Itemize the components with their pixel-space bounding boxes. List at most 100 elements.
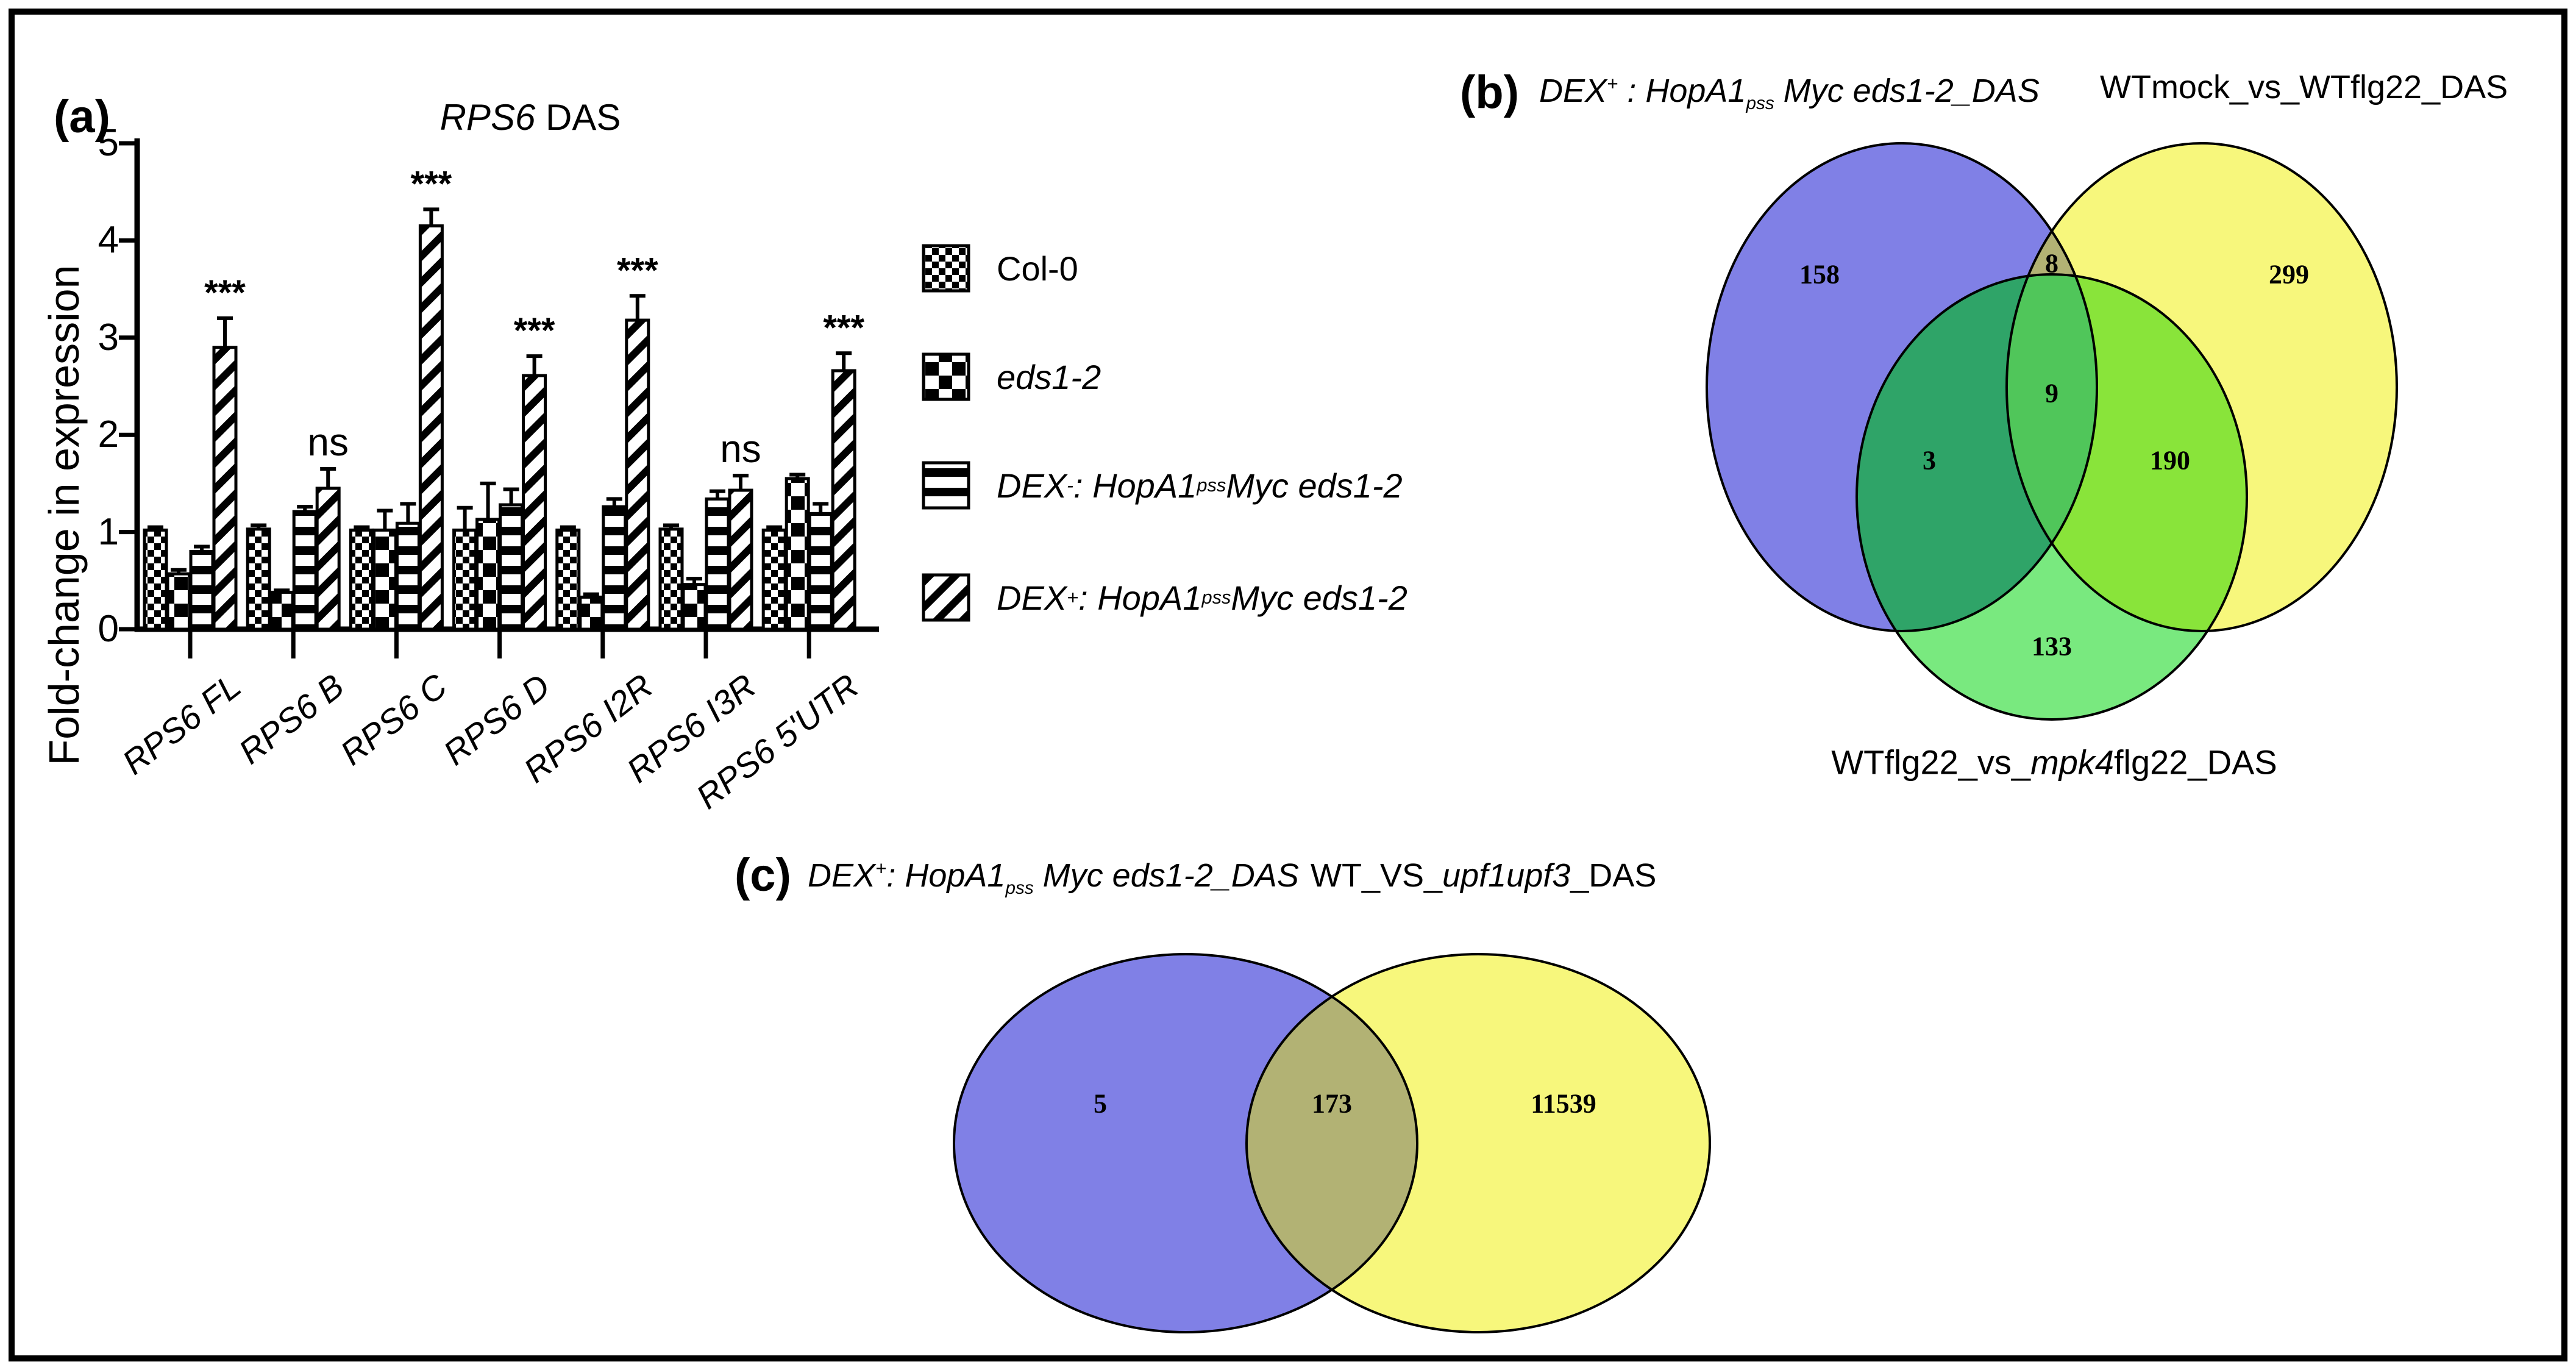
bar-dstripes [728,488,753,631]
legend-dexminus-sup: - [1067,474,1073,496]
bar-chart-canvas: *** ns *** *** *** ns *** [119,138,970,658]
legend-swatch-hstripes [922,461,970,510]
chart-title-rest: DAS [535,97,621,138]
venn-b-blue-outline [1706,142,2098,632]
y-tick-0: 0 [98,608,119,650]
legend-swatch-dstripes [922,573,970,622]
venn-b-count-yellow-only: 299 [2269,259,2309,290]
bar-checker-fine [658,527,684,631]
venn-b-green-outline [1856,273,2248,721]
y-tick-2: 2 [98,413,119,455]
bar-dstripes [418,224,444,631]
venn-c-title-right-pre: WT_VS_ [1311,857,1443,894]
bar-checker-coarse [166,572,191,631]
venn-c-title-right-post: _DAS [1570,857,1657,894]
venn-b-count-blue-green: 3 [1923,445,1936,476]
significance-label: *** [617,251,658,290]
venn-b-title-right: WTmock_vs_WTflg22_DAS [2100,69,2508,105]
significance-label: *** [204,273,246,313]
legend-dexplus-sub: pss [1201,587,1231,608]
significance-label: ns [307,420,349,464]
figure-border [9,9,2567,1361]
bar-checker-fine [761,528,787,631]
bar-dstripes [625,318,650,631]
bar-checker-coarse [785,477,810,631]
bar-checker-coarse [269,590,294,631]
bar-dstripes [315,487,341,631]
venn-b-title-left-pre: DEX [1539,73,1607,109]
venn-b-bottom-pre: WTflg22_vs_ [1831,743,2031,782]
venn-c-title-left-sub: pss [1005,877,1034,898]
venn-c-region-overlap [1247,954,1417,1332]
legend-text-eds1-2: eds1-2 [997,357,1101,396]
venn-b-count-blue-yellow: 8 [2045,248,2058,279]
bar-hstripes [808,512,833,631]
panel-b-label: (b) [1460,66,1520,118]
venn-b-title-left: DEX+ : HopA1pss Myc eds1-2_DAS [1539,72,2040,114]
panel-a-label: (a) [54,91,110,143]
venn-b-count-green-only: 133 [2032,631,2072,662]
bar-dstripes [831,369,856,631]
significance-label: *** [514,311,555,351]
venn-c [953,953,1711,1333]
legend-dexplus-sup: + [1067,586,1079,608]
venn-c-title-left: DEX+: HopA1pss Myc eds1-2_DAS [808,857,1299,899]
legend-dexminus-sub: pss [1197,474,1226,496]
venn-c-title-left-post: Myc eds1-2_DAS [1033,857,1299,894]
bar-checker-coarse [578,595,604,631]
venn-c-title-left-pre: DEX [808,857,876,894]
significance-label: ns [720,427,761,471]
legend-label-eds1-2: eds1-2 [997,354,1101,399]
venn-c-blue-outline [953,953,1418,1333]
legend-text-col0: Col-0 [997,249,1078,288]
bar-checker-coarse [372,528,397,631]
bar-hstripes [292,510,318,631]
venn-c-count-right-only: 11539 [1531,1088,1596,1119]
legend-dexplus-pre: DEX [997,578,1067,617]
significance-label: *** [823,308,864,348]
venn-c-title-right: WT_VS_upf1upf3_DAS [1311,857,1656,894]
venn-b-title-left-sup: + [1607,73,1618,95]
legend-label-col0: Col-0 [997,246,1078,291]
chart-title-gene: RPS6 [439,97,536,138]
significance-label: *** [411,164,452,204]
venn-b-count-center: 9 [2045,378,2058,409]
venn-b-bottom-label: WTflg22_vs_mpk4flg22_DAS [1831,743,2277,782]
legend-dexplus-post: Myc eds1-2 [1231,578,1407,617]
bar-dstripes [522,374,547,631]
bar-checker-coarse [475,518,501,631]
venn-c-title-left-mid: : HopA1 [886,857,1006,894]
venn-b-bottom-post: flg22_DAS [2114,743,2277,782]
bar-checker-fine [452,528,478,631]
y-tick-5: 5 [98,122,119,164]
venn-c-title-left-sup: + [875,858,887,879]
venn-b-title-left-post: Myc eds1-2_DAS [1774,73,2040,109]
venn-b-title-left-mid: : HopA1 [1618,73,1746,109]
venn-b-yellow-outline [2005,142,2398,632]
legend-swatch-checker-fine [922,244,970,293]
chart-title: RPS6 DAS [286,96,774,138]
bar-dstripes [212,346,238,631]
venn-c-yellow-outline [1245,953,1711,1333]
venn-c-count-overlap: 173 [1312,1088,1352,1119]
venn-b-bottom-italic: mpk4 [2030,743,2114,782]
venn-b-count-yellow-green: 190 [2150,445,2190,476]
bar-checker-fine [143,528,168,631]
venn-c-title-right-italic: upf1upf3 [1442,857,1571,894]
venn-b-title-left-sub: pss [1746,93,1774,113]
bar-checker-fine [349,528,374,631]
y-tick-4: 4 [98,219,119,261]
y-tick-1: 1 [98,511,119,553]
bar-hstripes [395,521,421,631]
legend-dexminus-mid: : HopA1 [1073,466,1197,505]
bar-checker-coarse [681,583,707,631]
bar-checker-fine [555,528,581,631]
legend-swatch-checker-coarse [922,352,970,401]
venn-b-region-center [2007,274,2097,631]
legend-dexplus-mid: : HopA1 [1078,578,1202,617]
bar-hstripes [189,549,215,631]
